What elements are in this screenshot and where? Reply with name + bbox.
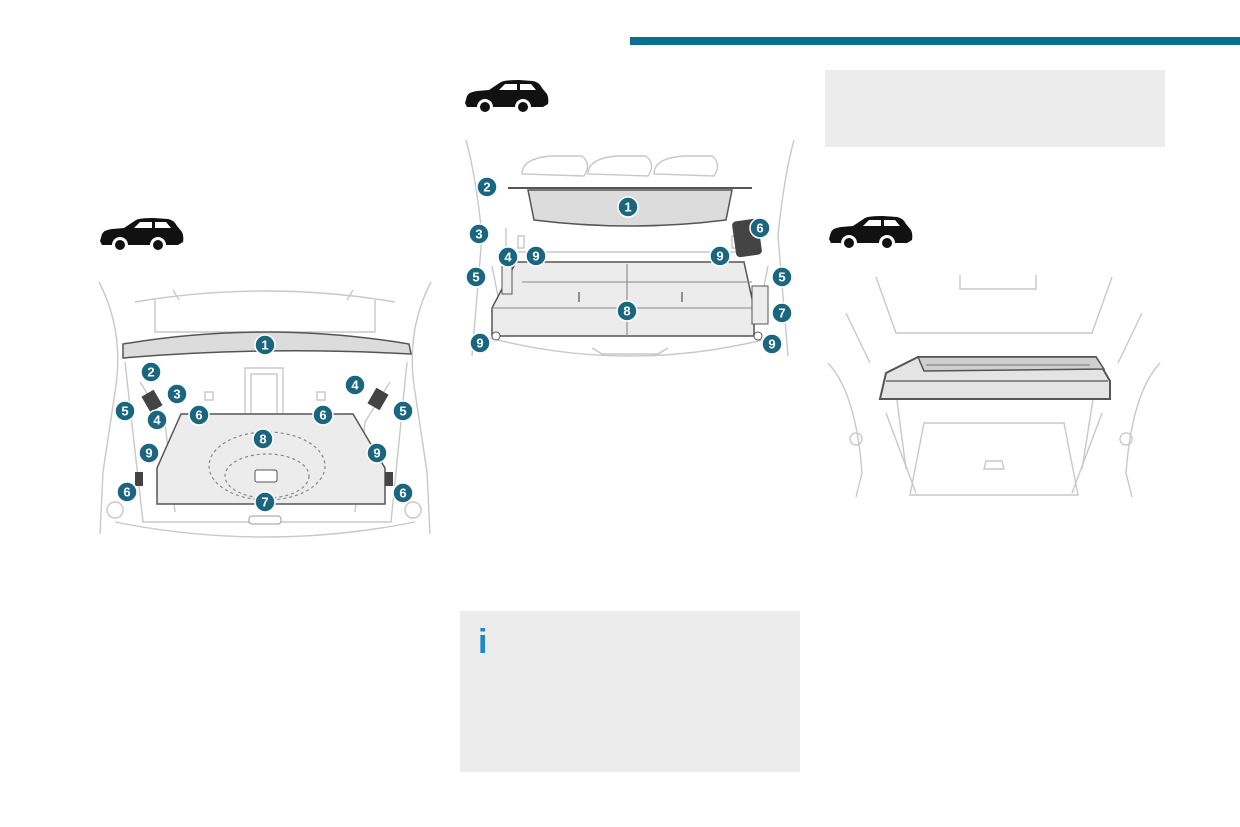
callout-marker: [116, 481, 138, 503]
callout-marker: [254, 334, 276, 356]
callout-marker: [146, 409, 168, 431]
callout-marker: [616, 300, 638, 322]
callout-number: 9: [716, 249, 723, 264]
callout-number: 2: [147, 365, 154, 380]
callout-marker: [188, 404, 210, 426]
car-icon-right: [827, 215, 913, 251]
callout-number: 8: [623, 304, 630, 319]
callout-number: 4: [153, 413, 161, 428]
callout-marker: [469, 332, 491, 354]
callout-number: 9: [145, 446, 152, 461]
callout-marker: [476, 176, 498, 198]
callout-marker: [525, 245, 547, 267]
callout-number: 8: [259, 432, 266, 447]
callout-number: 9: [768, 337, 775, 352]
callout-number: 5: [121, 404, 128, 419]
info-i-icon: i: [478, 623, 488, 661]
info-box: i: [460, 611, 800, 772]
callout-marker: [166, 383, 188, 405]
callout-marker: [749, 217, 771, 239]
suv-side-silhouette-icon: [829, 216, 913, 250]
car-icon-middle: [462, 79, 550, 115]
callout-marker: [138, 442, 160, 464]
callout-number: 9: [532, 249, 539, 264]
callout-marker: [761, 333, 783, 355]
callout-marker: [497, 246, 519, 268]
callout-marker: [468, 223, 490, 245]
callout-marker: [252, 428, 274, 450]
callout-marker: [465, 266, 487, 288]
callout-marker: [140, 361, 162, 383]
callout-marker: [254, 491, 276, 513]
callout-number: 9: [373, 446, 380, 461]
callout-marker: [771, 302, 793, 324]
callout-marker: [709, 245, 731, 267]
callout-marker: [771, 266, 793, 288]
boot-illustration-middle: 2 1 3 6 4 9 9 5 5 7 8 9 9: [462, 136, 798, 364]
callout-marker: [392, 400, 414, 422]
callout-number: 6: [195, 408, 202, 423]
suv-side-silhouette-icon: [465, 80, 549, 114]
callout-number: 4: [504, 250, 512, 265]
boot-illustration-right: [826, 273, 1162, 499]
callout-marker: [312, 404, 334, 426]
callout-number: 3: [173, 387, 180, 402]
note-box: [825, 70, 1165, 147]
car-icon-left: [98, 217, 184, 253]
callout-number: 5: [778, 270, 785, 285]
callout-number: 2: [483, 180, 490, 195]
callout-number: 3: [475, 227, 482, 242]
callout-marker: [392, 482, 414, 504]
callout-number: 6: [399, 486, 406, 501]
callout-number: 7: [778, 306, 785, 321]
callout-number: 5: [472, 270, 479, 285]
callout-marker: [366, 442, 388, 464]
header-accent-bar: [630, 37, 1240, 45]
callout-marker: [617, 196, 639, 218]
callout-number: 7: [261, 495, 268, 510]
suv-side-silhouette-icon: [100, 218, 184, 252]
callout-number: 9: [476, 336, 483, 351]
callout-number: 6: [123, 485, 130, 500]
callout-number: 4: [351, 378, 359, 393]
callout-number: 5: [399, 404, 406, 419]
callout-marker: [344, 374, 366, 396]
callout-number: 1: [261, 338, 268, 353]
callout-number: 6: [756, 221, 763, 236]
callout-marker: [114, 400, 136, 422]
callout-number: 1: [624, 200, 631, 215]
callout-number: 6: [319, 408, 326, 423]
